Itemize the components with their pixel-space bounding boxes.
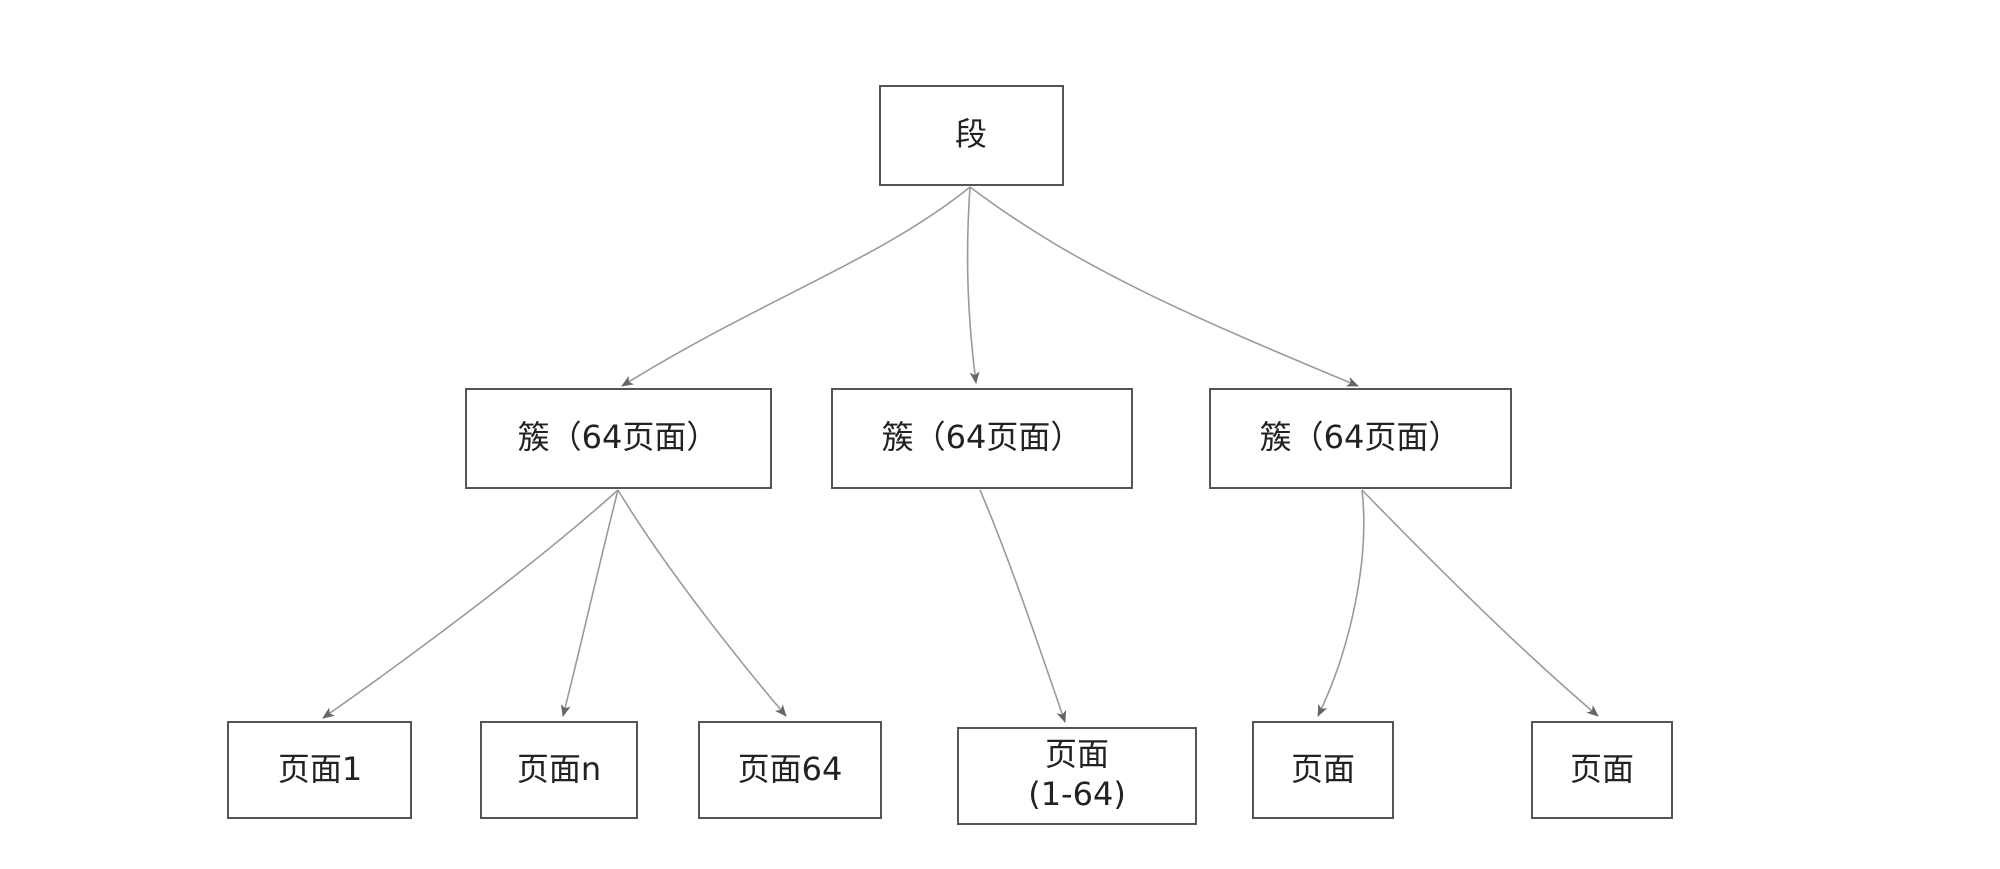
node-cluster-middle-label: 簇（64页面） xyxy=(882,418,1083,456)
node-page-right-b-label: 页面 xyxy=(1570,750,1634,788)
node-cluster-middle: 簇（64页面） xyxy=(831,388,1133,489)
node-page-64-label: 页面64 xyxy=(738,750,843,788)
node-page-1-box xyxy=(227,721,412,819)
edge-cluster-right-to-page-right-b xyxy=(1361,489,1599,717)
node-cluster-left-label: 簇（64页面） xyxy=(518,418,719,456)
node-cluster-middle-box xyxy=(831,388,1133,489)
node-page-right-b-box xyxy=(1531,721,1673,819)
node-cluster-left-box xyxy=(465,388,772,489)
node-page-range-box xyxy=(957,727,1197,825)
edge-cluster-left-to-page-64 xyxy=(617,489,787,717)
node-page-n-box xyxy=(480,721,638,819)
node-page-range-label-line1: 页面 xyxy=(1045,735,1109,773)
edge-segment-to-cluster-middle xyxy=(966,186,980,384)
edge-cluster-left-to-page-n xyxy=(560,489,619,717)
edges xyxy=(322,186,1599,723)
node-page-right-b: 页面 xyxy=(1531,721,1673,819)
node-page-1-label: 页面1 xyxy=(278,750,362,788)
node-page-right-a: 页面 xyxy=(1252,721,1394,819)
node-page-right-a-label: 页面 xyxy=(1291,750,1355,788)
node-cluster-right-label: 簇（64页面） xyxy=(1260,418,1461,456)
edge-cluster-middle-to-page-range xyxy=(979,489,1067,723)
edge-segment-to-cluster-left xyxy=(621,186,971,387)
edge-cluster-right-to-page-right-a xyxy=(1317,489,1365,717)
node-page-right-a-box xyxy=(1252,721,1394,819)
edge-segment-to-cluster-right xyxy=(969,186,1359,387)
node-page-64-box xyxy=(698,721,882,819)
node-page-1: 页面1 xyxy=(227,721,412,819)
node-page-range: 页面 (1-64) xyxy=(957,727,1197,825)
node-page-n-label: 页面n xyxy=(517,750,601,788)
edge-cluster-left-to-page-1 xyxy=(322,489,619,719)
node-page-n: 页面n xyxy=(480,721,638,819)
node-page-64: 页面64 xyxy=(698,721,882,819)
node-cluster-left: 簇（64页面） xyxy=(465,388,772,489)
node-cluster-right-box xyxy=(1209,388,1512,489)
node-page-range-label-line2: (1-64) xyxy=(1028,775,1126,813)
node-segment-box xyxy=(879,85,1064,186)
node-segment: 段 xyxy=(879,85,1064,186)
node-segment-label: 段 xyxy=(955,115,987,153)
node-cluster-right: 簇（64页面） xyxy=(1209,388,1512,489)
